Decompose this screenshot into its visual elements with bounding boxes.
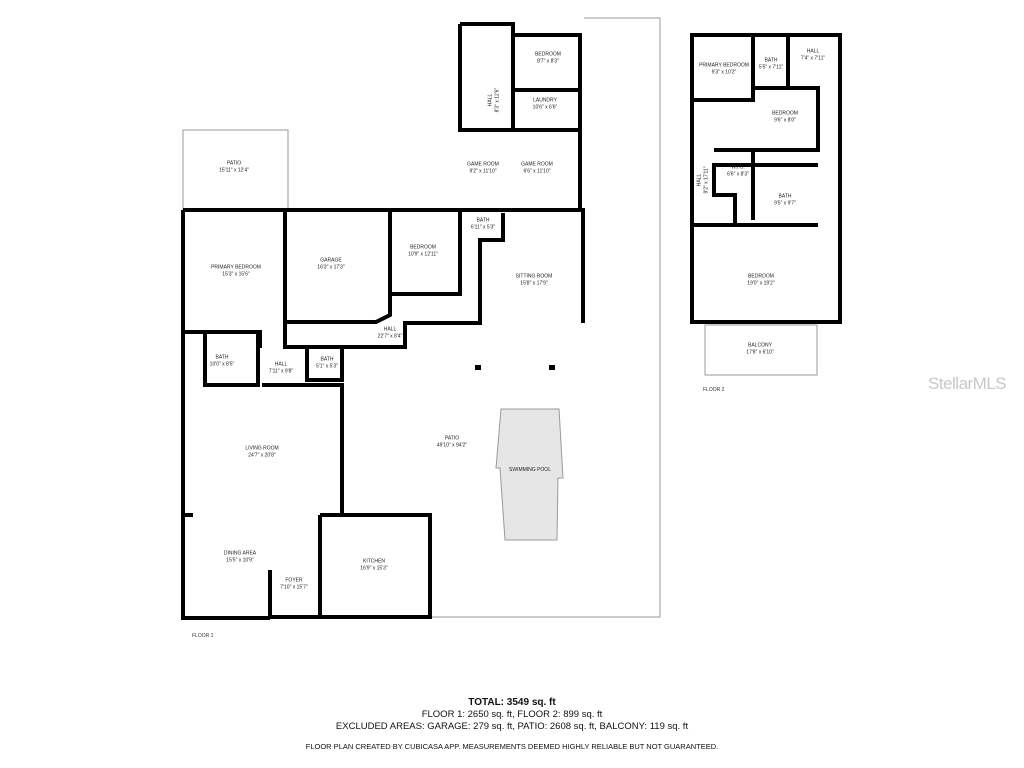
room-name: GARAGE (320, 257, 342, 264)
room-size: 7'10" x 15'7" (280, 584, 308, 590)
room-size: 15'3" x 15'6" (222, 271, 250, 277)
room-size: 6'11" x 5'3" (470, 224, 496, 230)
room-size: 15'8" x 17'9" (520, 280, 548, 286)
room-name: BATH (320, 356, 334, 363)
room-size: 9'2" x 11'10" (469, 168, 497, 174)
room-size: 9'2" x 17'11" (703, 166, 709, 194)
room-size: 10'9" x 12'11" (408, 251, 438, 257)
room-size: 16'9" x 15'3" (360, 565, 388, 571)
room-name: PRIMARY BEDROOM (211, 264, 261, 271)
room-name: GAME ROOM (521, 161, 553, 168)
disclaimer: FLOOR PLAN CREATED BY CUBICASA APP. MEAS… (305, 742, 719, 751)
patio-posts (475, 365, 555, 370)
room-size: 16'3" x 17'3" (317, 264, 345, 270)
room-name: SITTING ROOM (515, 273, 553, 280)
room-name: LAUNDRY (533, 97, 557, 104)
room-size: 8'3" x 12'6" (494, 87, 500, 113)
room-label: W.I.C.6'6" x 8'3" (727, 165, 749, 178)
room-size: 17'8" x 6'10" (746, 349, 774, 355)
room-name: SWIMMING POOL (509, 466, 551, 473)
room-size: 22'7" x 8'4" (377, 333, 403, 339)
room-size: 15'5" x 10'9" (226, 557, 254, 563)
floor-areas: FLOOR 1: 2650 sq. ft, FLOOR 2: 899 sq. f… (421, 709, 603, 720)
room-name: BEDROOM (535, 51, 561, 58)
room-size: 19'0" x 19'2" (747, 280, 775, 286)
room-name: KITCHEN (363, 558, 385, 565)
room-size: 7'11" x 9'8" (268, 368, 294, 374)
floor2-walls (690, 33, 842, 324)
room-name: PRIMARY BEDROOM (699, 62, 749, 69)
room-size: 10'6" x 6'6" (532, 104, 558, 110)
room-name: BATH (764, 57, 778, 64)
room-name: BALCONY (748, 342, 772, 349)
floor-1-label: FLOOR 1 (192, 633, 214, 639)
room-name: W.I.C. (731, 164, 745, 171)
room-size: 6'6" x 8'3" (727, 171, 749, 177)
room-name: BEDROOM (410, 244, 436, 251)
room-name: PATIO (444, 435, 460, 442)
room-name: FOYER (285, 577, 303, 584)
room-name: BATH (476, 217, 490, 224)
room-size: 8'7" x 8'3" (537, 58, 559, 64)
room-size: 49'10" x 94'2" (436, 442, 468, 448)
room-size: 5'5" x 7'11" (758, 64, 784, 70)
room-size: 10'0" x 8'5" (209, 361, 235, 367)
room-name: BATH (215, 354, 229, 361)
room-size: 6'6" x 11'10" (523, 168, 551, 174)
floor1-walls (181, 22, 585, 620)
floor-2-label: FLOOR 2 (703, 387, 725, 393)
room-name: GAME ROOM (467, 161, 499, 168)
total-area: TOTAL: 3549 sq. ft (468, 697, 556, 708)
room-size: 5'1" x 5'3" (316, 363, 338, 369)
room-size: 24'7" x 20'8" (248, 452, 276, 458)
room-size: 9'6" x 8'0" (774, 117, 796, 123)
room-name: HALL (383, 326, 397, 333)
room-name: PATIO (226, 160, 242, 167)
room-name: BEDROOM (772, 110, 798, 117)
room-name: BATH (778, 193, 792, 200)
room-name: HALL (274, 361, 288, 368)
room-size: 9'3" x 10'2" (711, 69, 737, 75)
room-size: 7'4" x 7'11" (800, 55, 826, 61)
watermark-logo: StellarMLS (928, 374, 1007, 393)
swimming-pool (495, 408, 564, 541)
room-name: LIVING ROOM (245, 445, 279, 452)
room-name: BEDROOM (748, 273, 774, 280)
room-size: 15'11" x 12'4" (219, 167, 249, 173)
room-name: HALL (806, 48, 820, 55)
excluded-areas: EXCLUDED AREAS: GARAGE: 279 sq. ft, PATI… (335, 721, 689, 732)
room-size: 9'5" x 9'7" (774, 200, 796, 206)
room-name: DINING AREA (223, 550, 257, 557)
room-label: SWIMMING POOL (509, 467, 551, 474)
